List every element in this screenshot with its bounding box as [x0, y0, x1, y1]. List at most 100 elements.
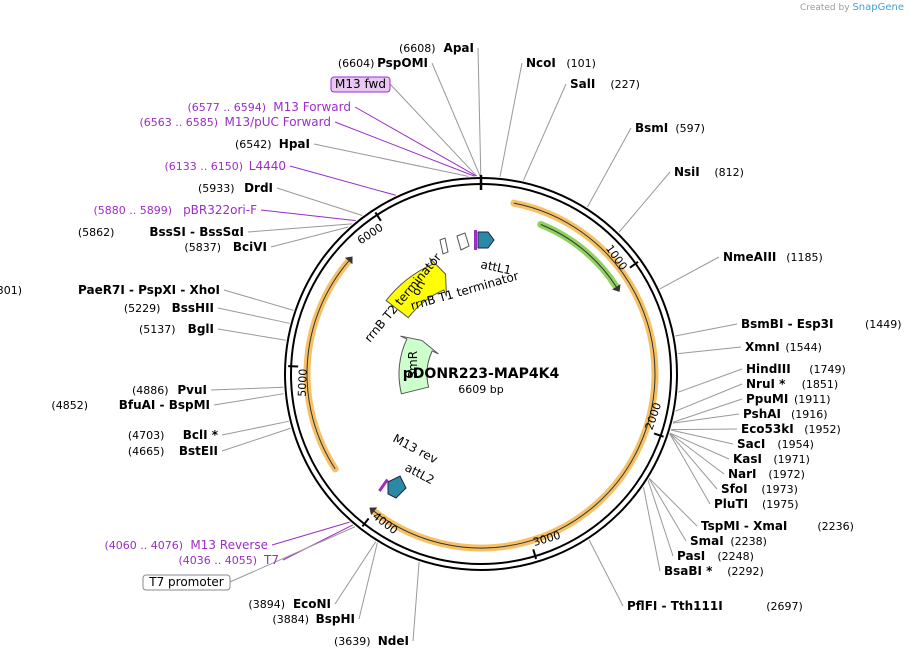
leader-line	[431, 62, 481, 177]
site-position: (1975)	[762, 498, 799, 511]
site-position: (4703)	[128, 429, 165, 442]
left-site-label: M13 Forward(6577 .. 6594)	[187, 100, 351, 114]
right-site-label: NmeAIII(1185)	[723, 250, 823, 264]
site-name: BglI	[188, 322, 214, 336]
left-site-label: PaeR7I - PspXI - XhoI(5301)	[0, 283, 220, 297]
feature-label: M13 rev	[391, 431, 440, 466]
leader-line	[677, 368, 743, 393]
leader-line	[223, 289, 294, 311]
site-name: PshAI	[743, 407, 781, 421]
site-name: BclI *	[183, 428, 219, 442]
leader-line	[675, 383, 743, 412]
feature-box	[330, 76, 391, 93]
site-position: (5880 .. 5899)	[93, 204, 172, 217]
right-site-label: PpuMI(1911)	[746, 392, 831, 406]
site-name: M13 Forward	[273, 100, 351, 114]
orf-arc-core	[373, 202, 656, 549]
tick-mark	[629, 261, 639, 269]
site-name: HindIII	[746, 362, 791, 376]
leader-line	[229, 526, 356, 583]
right-site-label: NruI *(1851)	[746, 377, 838, 391]
site-position: (2292)	[727, 565, 764, 578]
right-site-label: SalI (227)	[570, 77, 640, 91]
right-site-label: Eco53kI(1952)	[741, 422, 841, 436]
orf-arc	[303, 257, 353, 473]
leader-line	[669, 433, 711, 505]
leader-line	[358, 542, 378, 620]
site-position: (6563 .. 6585)	[139, 116, 218, 129]
site-name: L4440	[249, 159, 286, 173]
site-position: (1952)	[804, 423, 841, 436]
site-position: (5837)	[184, 241, 221, 254]
orf-arrowhead	[612, 284, 621, 292]
leader-line	[618, 171, 671, 233]
site-position: (227)	[610, 78, 640, 91]
leader-line	[217, 328, 286, 341]
left-site-label: M13/pUC Forward (6563 .. 6585)	[139, 115, 331, 129]
right-site-label: XmnI(1544)	[745, 340, 822, 354]
left-site-label: PspOMI(6604)	[338, 56, 428, 70]
credit-prefix: Created by	[800, 3, 850, 13]
site-position: (1544)	[785, 341, 822, 354]
left-site-label: T7 (4036 .. 4055)	[178, 553, 279, 567]
left-site-label: T7 promoter	[142, 574, 231, 591]
leader-line	[289, 165, 396, 196]
site-position: (4036 .. 4055)	[178, 554, 257, 567]
feature-label-smr: SmR	[406, 351, 420, 379]
site-name: BsaBI *	[664, 564, 713, 578]
right-site-label: BsmI(597)	[635, 121, 705, 135]
site-name: TspMI - XmaI	[701, 519, 787, 533]
site-name: PasI	[677, 549, 705, 563]
right-site-label: BsaBI * (2292)	[664, 564, 764, 578]
left-site-label: M13 Reverse (4060 .. 4076)	[104, 538, 268, 552]
site-name: NruI *	[746, 377, 786, 391]
site-position: (1954)	[777, 438, 814, 451]
site-name: EcoNI	[293, 597, 331, 611]
left-site-label: HpaI(6542)	[235, 137, 310, 151]
left-site-label: BclI * (4703)	[128, 428, 219, 442]
left-site-label: DrdI(5933)	[198, 181, 273, 195]
snapgene-credit: Created by SnapGene	[800, 2, 904, 13]
label-leaders	[210, 47, 743, 642]
left-site-label: ApaI(6608)	[399, 41, 474, 55]
left-site-label: PvuI(4886)	[132, 383, 207, 397]
leader-line	[647, 480, 674, 557]
feature-smr	[398, 335, 439, 395]
leader-line	[677, 346, 742, 355]
site-name: SalI	[570, 77, 595, 91]
site-position: (5229)	[124, 302, 161, 315]
right-site-label: NarI(1972)	[728, 467, 805, 481]
site-position: (4886)	[132, 384, 169, 397]
feature-arcs	[303, 199, 659, 552]
site-position: (101)	[566, 57, 596, 70]
site-name: M13 Reverse	[190, 538, 268, 552]
site-name: SmaI	[690, 534, 724, 548]
site-position: (1911)	[794, 393, 831, 406]
site-position: (2238)	[730, 535, 767, 548]
site-position: (5862)	[78, 226, 115, 239]
left-site-label: EcoNI(3894)	[248, 597, 331, 611]
feature-label-ori: ori	[409, 278, 429, 298]
leader-line	[247, 223, 352, 233]
tick-mark	[361, 517, 370, 527]
site-name: DrdI	[244, 181, 273, 195]
leader-line	[672, 398, 743, 423]
leader-line	[659, 256, 720, 290]
tick-mark	[374, 211, 382, 222]
site-position: (4060 .. 4076)	[104, 539, 183, 552]
left-site-label: BssSI - BssSαI(5862)	[78, 225, 244, 239]
site-position: (2236)	[817, 520, 854, 533]
leader-line	[669, 432, 725, 475]
leader-line	[648, 478, 687, 542]
site-name: SfoI	[721, 482, 748, 496]
site-name: T7	[263, 553, 279, 567]
site-name: BstEII	[179, 444, 218, 458]
leader-line	[334, 121, 475, 177]
right-site-label: TspMI - XmaI (2236)	[701, 519, 854, 533]
feature-rrnb-t1	[456, 232, 470, 251]
leader-line	[276, 187, 363, 216]
right-site-label: SacI(1954)	[737, 437, 814, 451]
site-name: M13/pUC Forward	[224, 115, 331, 129]
left-site-label: BstEII(4665)	[128, 444, 218, 458]
leader-line	[675, 323, 738, 337]
